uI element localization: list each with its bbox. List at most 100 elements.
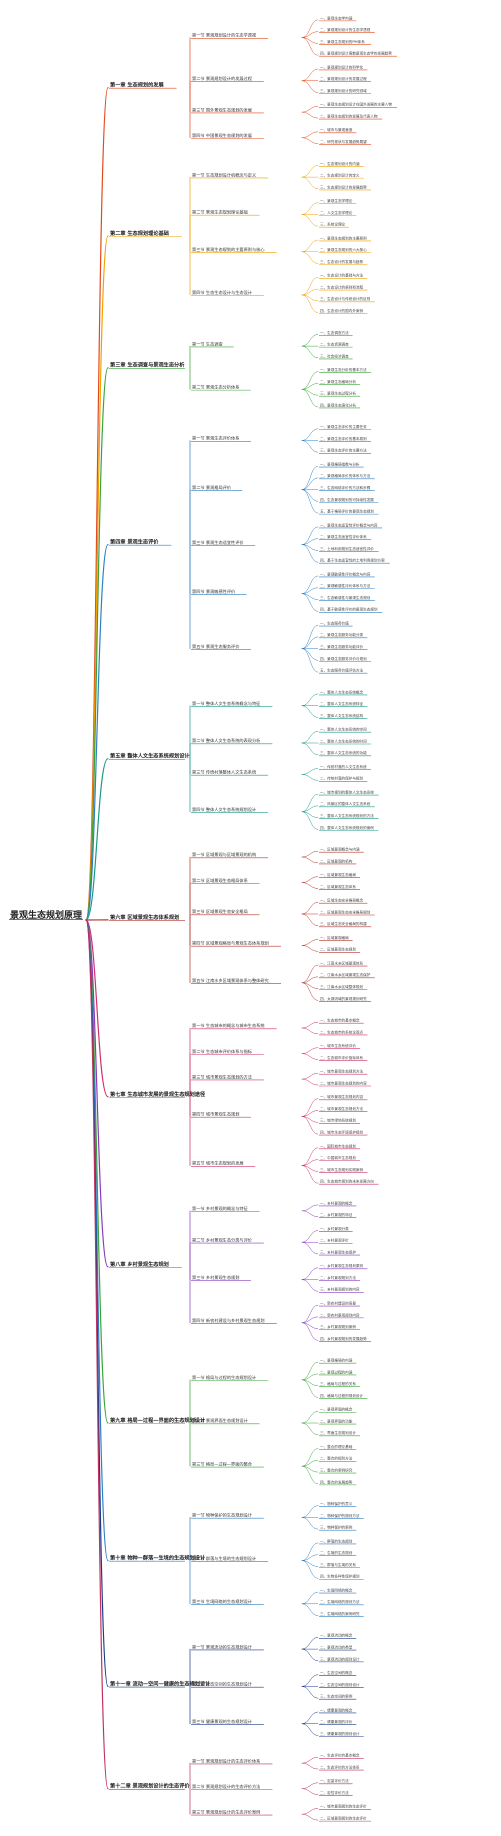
section-node: 第一节 整体人文生态系统概念与特征 (192, 700, 261, 707)
connector-line (301, 805, 319, 812)
leaf-node: 一、整体人文生态系统概念 (320, 689, 364, 694)
leaf-node: 一、生态评价的基本概念 (320, 1753, 360, 1758)
connector-line (301, 1279, 319, 1292)
section-node: 第一节 景观生态评价体系 (192, 435, 239, 442)
section-node: 第二节 整体人文生态系统的表现分析 (192, 737, 260, 744)
leaf-node: 二、乡村景观评价 (320, 1238, 349, 1243)
leaf-node: 二、整体人文生态系统特征 (320, 701, 364, 706)
leaf-node: 一、新农村建设的背景 (320, 1300, 356, 1305)
connector-line (301, 913, 319, 927)
leaf-node: 三、城市生态规划实践案例 (320, 1167, 364, 1172)
chapter-node: 第四章 景观生态评价 (110, 538, 159, 546)
chapter-node: 第三章 生态调查与景观生态分析 (110, 361, 185, 369)
chapter-node: 第十二章 景观规划设计的生态评价 (110, 1782, 190, 1790)
leaf-node: 二、景观生态格局分析 (320, 379, 356, 384)
section-node: 第二节 景观生态分析体系 (192, 384, 239, 391)
leaf-node: 四、乡村景观规划的发展趋势 (320, 1336, 367, 1341)
leaf-node: 三、整体人文生态系统结构 (320, 713, 364, 718)
connector-line (301, 288, 319, 296)
section-node: 第二节 生态空间的生态规划设计 (192, 1681, 252, 1688)
leaf-node: 二、区域景观生态体系 (320, 884, 356, 889)
section-node: 第一节 生态城市的概念与城市生态系统 (192, 1022, 265, 1029)
connector-line (301, 544, 319, 563)
section-node: 第一节 景观规划设计的生态学透视 (192, 32, 257, 39)
chapter-node: 第十章 物种—群落—生境的生态规划设计 (110, 1554, 206, 1562)
connector-line (301, 465, 319, 490)
section-node: 第二节 群落与生境的生态规划设计 (192, 1555, 256, 1562)
leaf-node: 三、生态敏感性与景观生态规划 (320, 595, 371, 600)
connector-line (301, 1021, 319, 1029)
section-node: 第四节 新农村建设与乡村景观生态规划 (192, 1317, 265, 1324)
leaf-node: 三、乡村景观规划的内容 (320, 1287, 360, 1292)
leaf-node: 三、生境网络的案例研究 (320, 1611, 360, 1616)
connector-line (301, 1762, 319, 1770)
leaf-node: 三、城市绿地系统规划 (320, 1118, 356, 1123)
connector-line (301, 648, 319, 661)
section-node: 第四节 景观敏感性评价 (192, 588, 236, 595)
connector-line (301, 345, 319, 359)
connector-line (301, 111, 319, 119)
leaf-node: 二、区域景观的机构 (320, 858, 353, 863)
leaf-node: 一、景观生态规划的主要原则 (320, 235, 367, 240)
leaf-node: 一、城市生态系统评价 (320, 1043, 356, 1048)
leaf-node: 一、生态规划设计的内涵 (320, 161, 360, 166)
section-node: 第一节 生态规划设计机概念与定义 (192, 171, 257, 178)
connector-line (301, 68, 319, 81)
leaf-node: 三、整体人文生态系统规划的方法 (320, 813, 374, 818)
leaf-node: 一、区域景观格局 (320, 935, 349, 940)
leaf-node: 一、物种保护的意义 (320, 1501, 353, 1506)
chapter-node: 第二章 生态规划理论基础 (110, 229, 169, 237)
connector-line (301, 1159, 319, 1166)
leaf-node: 四、基于敏感性评价的景观生态规划 (320, 607, 378, 612)
leaf-node: 二、区域景观生态规划 (320, 947, 356, 952)
chapter-node: 第一章 生态规划的发展 (110, 81, 164, 89)
connector-line (301, 477, 319, 490)
connector-lines (9, 19, 397, 1822)
section-node: 第三节 城市景观生态规划的方法 (192, 1073, 252, 1080)
leaf-node: 二、生态城市的系统论观点 (320, 1029, 364, 1034)
connector-line (301, 440, 319, 453)
connector-line (301, 1078, 319, 1086)
section-node: 第二节 景观规划设计的发展过程 (192, 75, 253, 82)
leaf-node: 二、风景区的整体人文生态系统 (320, 801, 371, 806)
section-node: 第二节 乡村景观生态分类与评价 (192, 1236, 253, 1243)
leaf-node: 一、区域景观生态格局 (320, 872, 356, 877)
leaf-node: 四、景观生态服务评价与规划 (320, 656, 367, 661)
connector-line (301, 982, 319, 1001)
connector-line (301, 939, 319, 946)
connector-line (301, 1165, 319, 1184)
connector-line (301, 1788, 319, 1795)
leaf-node: 一、景观生态适宜性评价概念与内容 (320, 522, 378, 527)
leaf-node: 三、乡村景观生态保护 (320, 1249, 356, 1254)
chapter-node: 第九章 格局—过程—界面的生态规划设计 (110, 1416, 206, 1424)
leaf-node: 二、景观规划设计的生态学透视 (320, 27, 371, 32)
leaf-node: 二、景观界面的功能 (320, 1418, 353, 1423)
leaf-node: 一、城市景观生态规划内容 (320, 1094, 364, 1099)
leaf-node: 三、界面生态规划设计 (320, 1430, 356, 1435)
connector-line (85, 87, 109, 921)
leaf-node: 一、城市规划的整体人文生态系统 (320, 789, 374, 794)
leaf-node: 一、生境网络的概念 (320, 1587, 353, 1592)
leaf-node: 四、太湖流域的景观规划研究 (320, 996, 367, 1001)
leaf-node: 一、生态城市的基本概念 (320, 1018, 360, 1023)
section-node: 第五节 城市生态规划的发展 (192, 1160, 244, 1167)
connector-line (301, 774, 319, 781)
connector-line (301, 624, 319, 649)
chapter-node: 第七章 生态城市发展的景观生态规划途径 (110, 1090, 206, 1098)
section-node: 第四节 生态生态设计与生态设计 (192, 289, 252, 296)
section-node: 第三节 传统村落整体人文生态系统 (192, 769, 256, 776)
connector-line (301, 202, 319, 215)
connector-line (301, 1757, 319, 1764)
leaf-node: 三、乡村景观规划案例 (320, 1324, 356, 1329)
connector-line (301, 1027, 319, 1035)
leaf-node: 二、生态空间的规划设计 (320, 1682, 360, 1687)
section-node: 第二节 景观界面生态规划设计 (192, 1417, 248, 1424)
leaf-node: 一、整合的理论基础 (320, 1444, 353, 1449)
leaf-node: 三、格局与过程的关系 (320, 1381, 356, 1386)
leaf-node: 三、生态规划设计的发展趋势 (320, 184, 367, 189)
connector-line (301, 1316, 319, 1323)
leaf-node: 一、群落的生态规划 (320, 1538, 353, 1543)
connector-line (301, 1241, 319, 1255)
connector-line (301, 636, 319, 649)
mindmap-nodes: 一、景观生态学内涵二、景观规划设计的生态学透视三、景观生态规划的PM体系四、景观… (10, 15, 392, 1820)
